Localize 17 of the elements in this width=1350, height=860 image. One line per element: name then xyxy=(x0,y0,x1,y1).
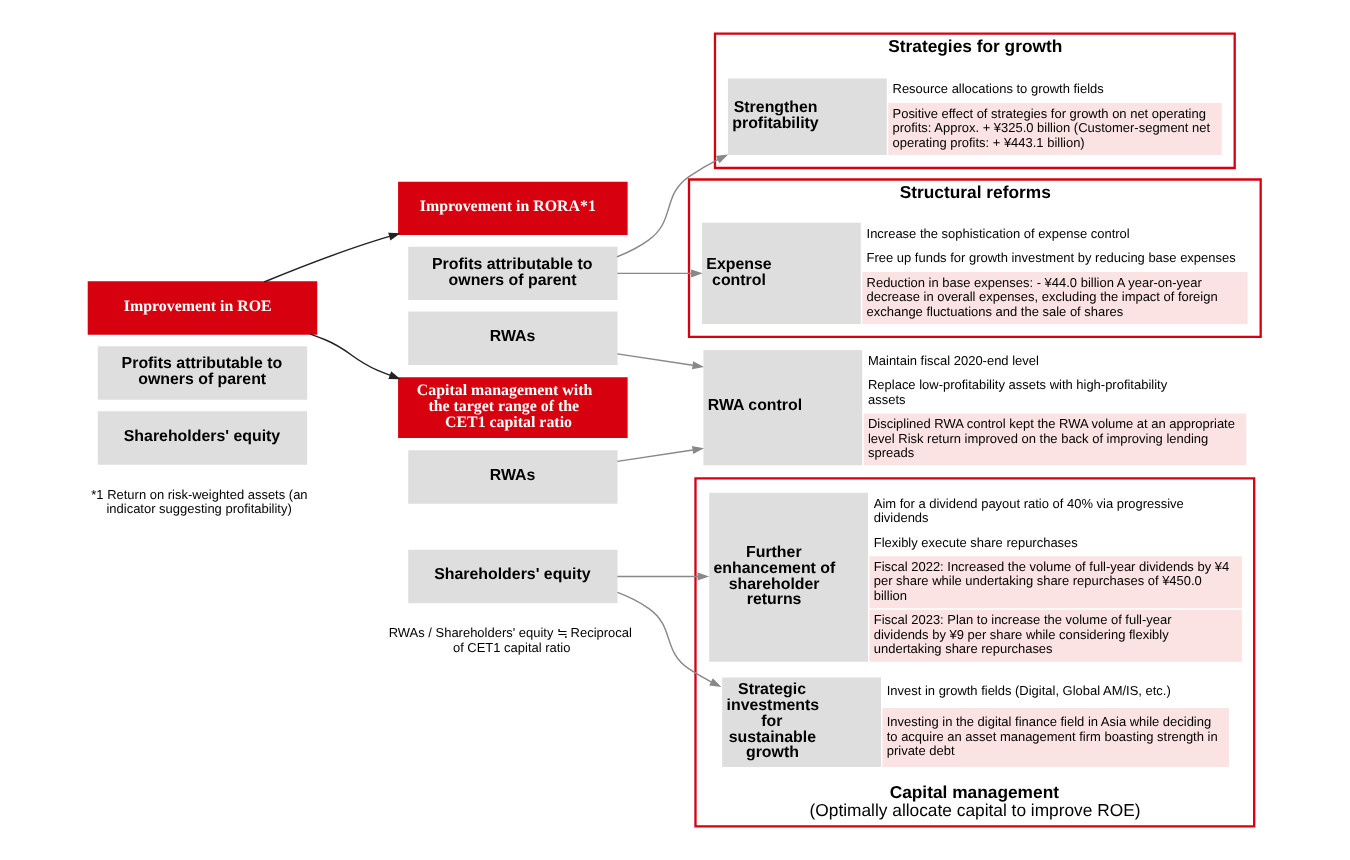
node-box: RWAs xyxy=(407,311,617,366)
arrow xyxy=(615,446,703,463)
arrow xyxy=(615,572,709,581)
node-box: Shareholders' equity xyxy=(407,549,617,604)
arrow xyxy=(615,269,702,278)
node-box: Profits attributable to owners of parent xyxy=(96,346,307,400)
arrow xyxy=(262,232,400,283)
node-box: Capital management with the target range of the CET1 capital ratio xyxy=(397,377,627,438)
arrow xyxy=(615,154,728,258)
node-box: RWAs xyxy=(407,450,617,504)
node-box: Improvement in ROE xyxy=(86,281,317,335)
node-box: Shareholders' equity xyxy=(96,411,307,465)
arrow xyxy=(615,353,703,370)
node-box: Improvement in RORA*1 xyxy=(397,181,627,236)
node-box: Profits attributable to owners of parent xyxy=(407,246,617,301)
arrow xyxy=(615,591,721,687)
arrow xyxy=(308,333,400,380)
